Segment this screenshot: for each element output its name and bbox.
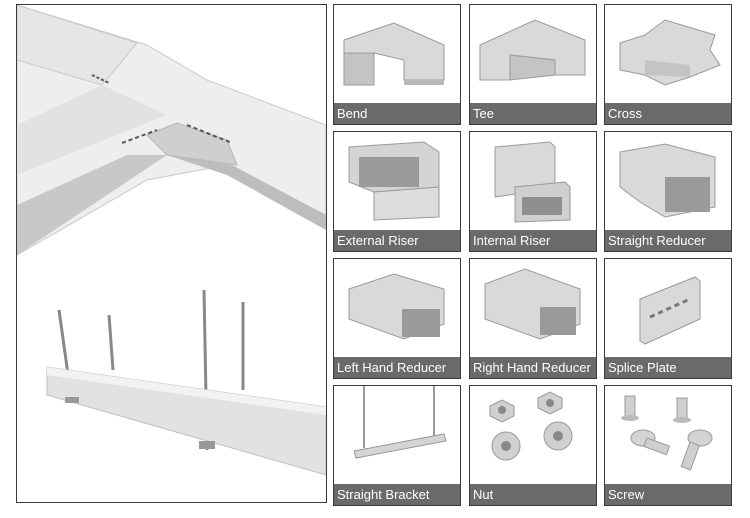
internal-riser-icon [494,141,571,223]
product-tile-cross[interactable]: Cross [604,4,732,125]
straight-bracket-icon [353,386,447,459]
screw-icon [621,395,713,471]
splice-plate-icon [639,276,701,345]
product-tile-tee[interactable]: Tee [469,4,597,125]
tray-bend-icon [343,22,445,86]
product-label: Straight Bracket [334,484,460,505]
external-riser-icon [348,141,440,221]
product-label: Internal Riser [470,230,596,251]
product-tile-bend[interactable]: Bend [333,4,461,125]
product-label: Straight Reducer [605,230,731,251]
tray-cross-icon [619,19,721,86]
straight-reducer-icon [619,143,716,218]
product-label: Splice Plate [605,357,731,378]
product-tile-screw[interactable]: Screw [604,385,732,506]
left-hand-reducer-icon [348,273,445,340]
product-tile-straight-bracket[interactable]: Straight Bracket [333,385,461,506]
product-label: Nut [470,484,596,505]
product-label: Cross [605,103,731,124]
product-label: Screw [605,484,731,505]
tray-tee-icon [479,19,586,81]
product-tile-left-hand-reducer[interactable]: Left Hand Reducer [333,258,461,379]
product-label: Left Hand Reducer [334,357,460,378]
product-tile-splice-plate[interactable]: Splice Plate [604,258,732,379]
product-label: Right Hand Reducer [470,357,596,378]
product-tile-right-hand-reducer[interactable]: Right Hand Reducer [469,258,597,379]
cable-tray-illustration-svg [17,5,326,476]
product-tile-nut[interactable]: Nut [469,385,597,506]
product-tile-straight-reducer[interactable]: Straight Reducer [604,131,732,252]
product-label: External Riser [334,230,460,251]
product-label: Tee [470,103,596,124]
cable-tray-installation-illustration [16,4,327,503]
product-label: Bend [334,103,460,124]
nut-icon [489,391,573,461]
product-tile-external-riser[interactable]: External Riser [333,131,461,252]
right-hand-reducer-icon [484,268,581,340]
product-tile-internal-riser[interactable]: Internal Riser [469,131,597,252]
